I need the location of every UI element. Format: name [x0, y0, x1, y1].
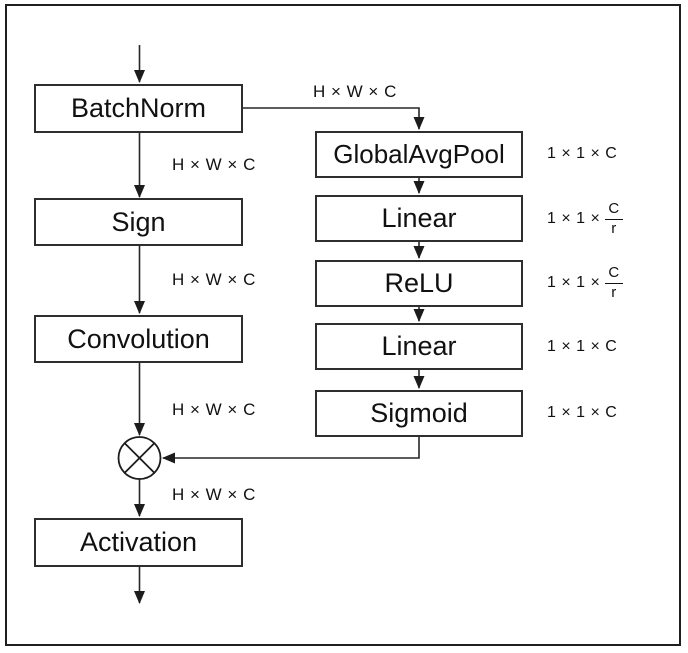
dim-label-globalavgpool-out: 1 × 1 × C — [547, 145, 617, 163]
dim-label-sigmoid-out: 1 × 1 × C — [547, 404, 617, 422]
dim-label-relu-out: 1 × 1 × C r — [547, 262, 623, 304]
dim-label-convolution-to-multiply: H × W × C — [172, 400, 256, 419]
dim-text: 1 × 1 × — [547, 210, 601, 227]
fraction-denominator: r — [611, 219, 617, 237]
dim-text: 1 × 1 × C — [547, 338, 618, 355]
edge-sigmoid-to-multiply — [162, 437, 420, 464]
diagram-outer-border — [5, 4, 681, 646]
node-relu: ReLU — [315, 260, 523, 307]
fraction-denominator: r — [611, 283, 617, 301]
dim-label-multiply-to-activation: H × W × C — [172, 485, 256, 504]
multiply-icon — [117, 436, 162, 480]
node-sigmoid: Sigmoid — [315, 390, 523, 437]
fraction: C r — [605, 200, 623, 237]
edge-batchnorm-to-globalavgpool — [243, 107, 425, 130]
node-linear-1: Linear — [315, 195, 523, 242]
dim-text: 1 × 1 × — [547, 274, 601, 291]
dim-label-linear1-out: 1 × 1 × C r — [547, 198, 623, 240]
dim-label-batchnorm-to-sign: H × W × C — [172, 155, 256, 174]
dim-label-branch-input: H × W × C — [313, 82, 397, 101]
fraction: C r — [605, 264, 623, 301]
node-linear-2: Linear — [315, 323, 523, 370]
node-activation: Activation — [34, 518, 243, 567]
node-globalavgpool: GlobalAvgPool — [315, 131, 523, 178]
dim-text: 1 × 1 × C — [547, 145, 618, 162]
node-convolution: Convolution — [34, 315, 243, 363]
dim-text: 1 × 1 × C — [547, 404, 618, 421]
dim-label-linear2-out: 1 × 1 × C — [547, 338, 617, 356]
fraction-numerator: C — [605, 200, 623, 220]
fraction-numerator: C — [605, 264, 623, 284]
node-batchnorm: BatchNorm — [34, 84, 243, 133]
node-sign: Sign — [34, 198, 243, 246]
dim-label-sign-to-convolution: H × W × C — [172, 270, 256, 289]
